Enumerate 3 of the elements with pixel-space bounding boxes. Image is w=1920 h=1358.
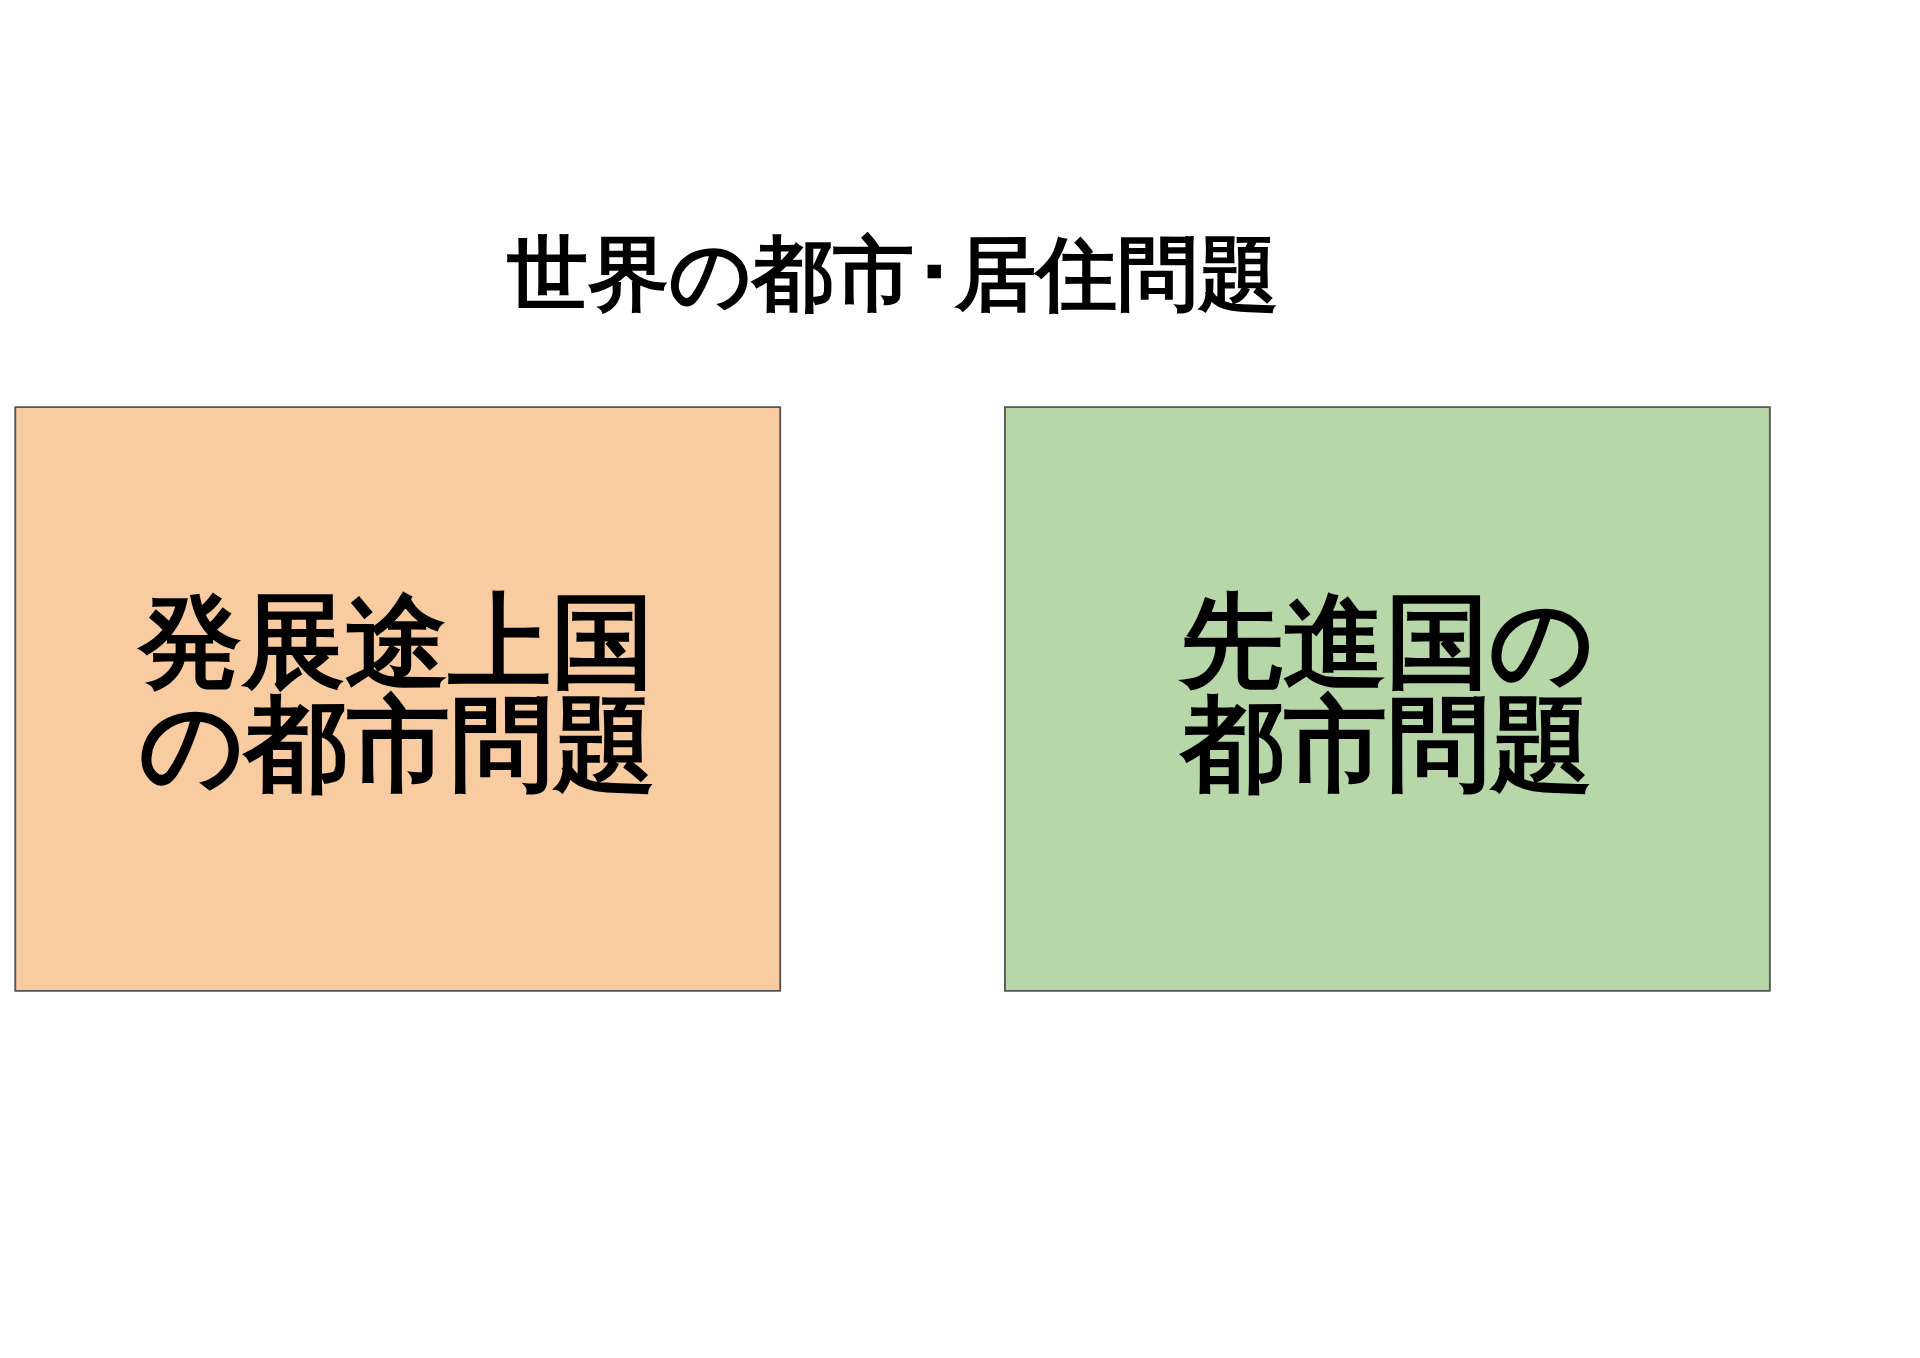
node-box: 先進国の都市問題 — [1004, 406, 1771, 992]
diagram-title: 世界の都市･居住問題 — [507, 226, 1279, 321]
node-box: 発展途上国の都市問題 — [14, 406, 782, 992]
